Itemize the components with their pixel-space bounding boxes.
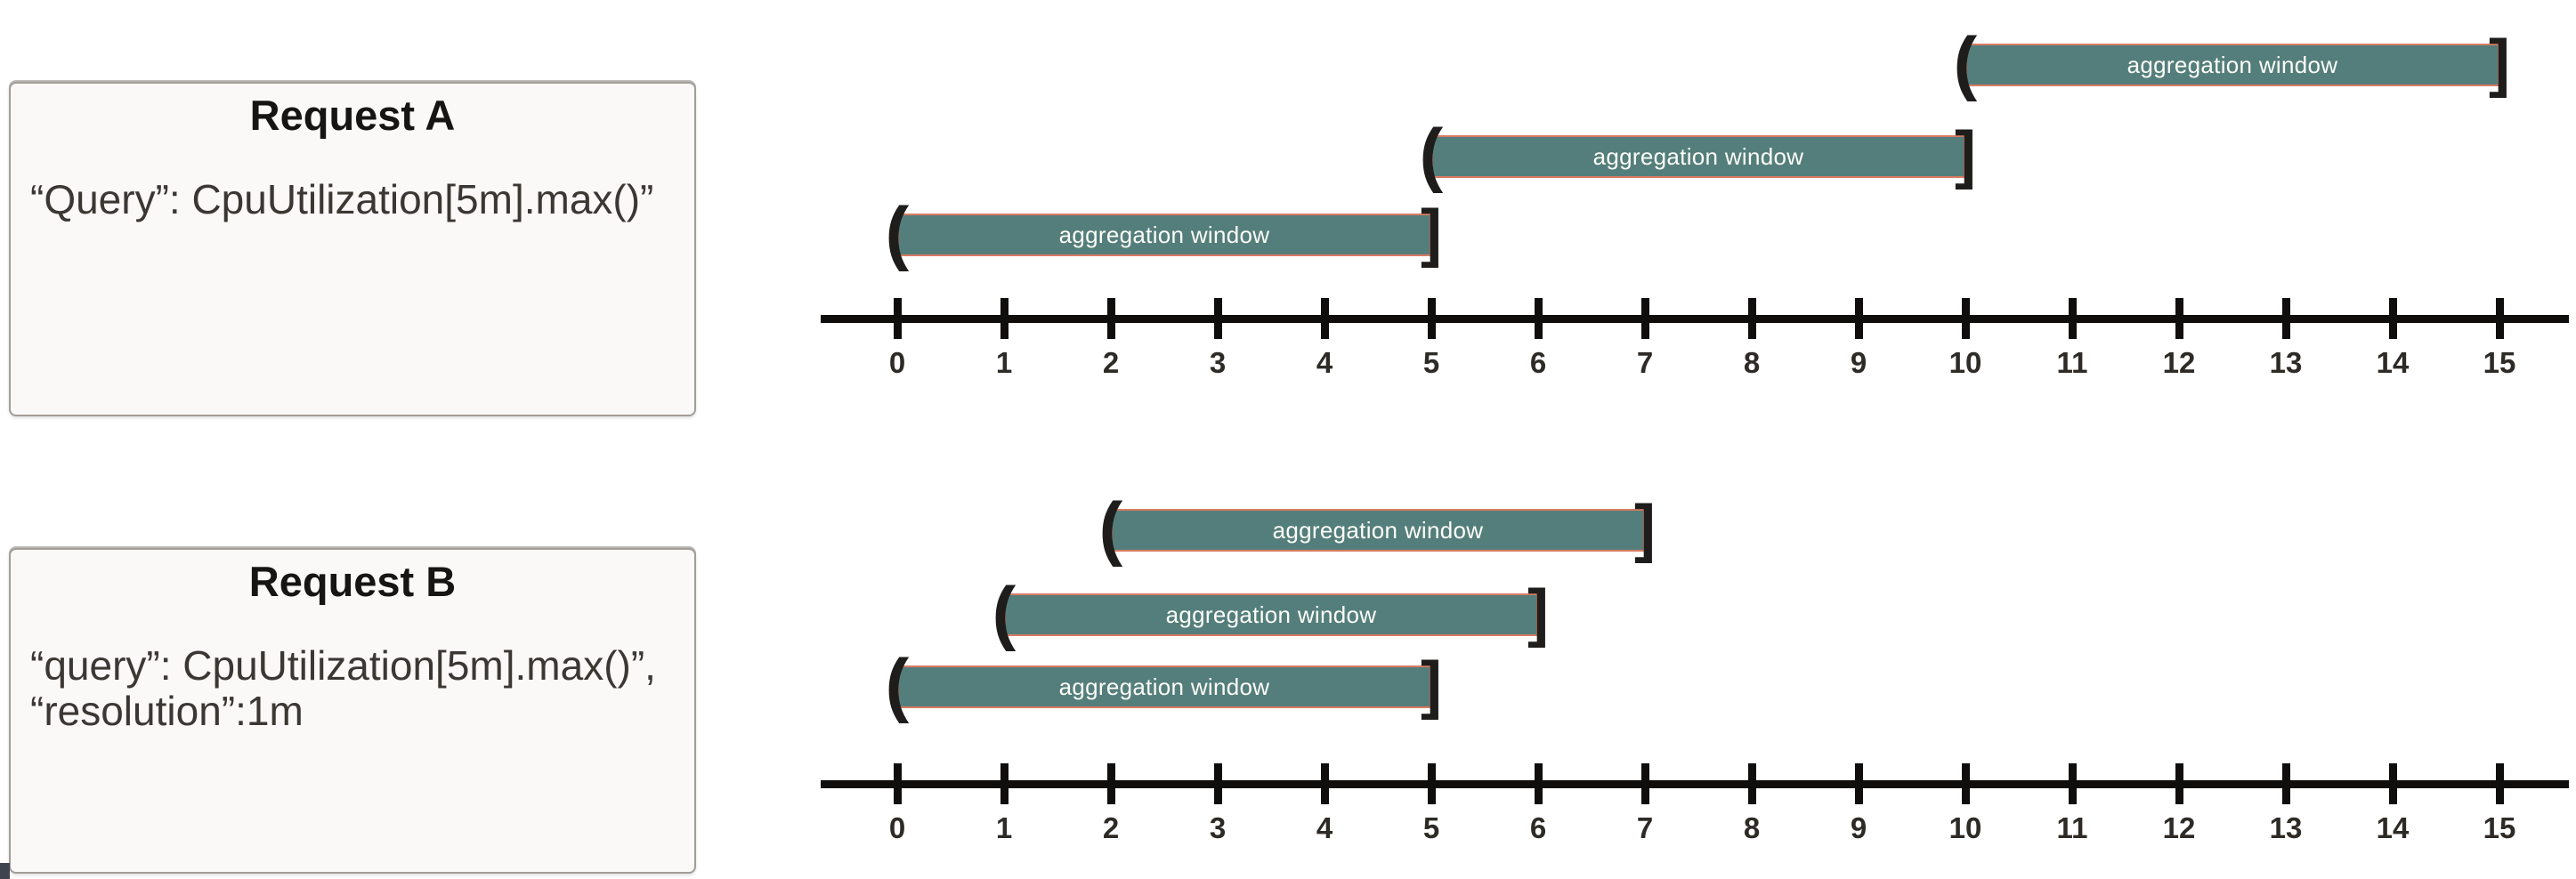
axis-tick (1534, 298, 1543, 339)
request-a-title: Request A (249, 92, 456, 139)
tick-label: 0 (888, 346, 906, 379)
aggregation-window-label: aggregation window (1058, 221, 1270, 248)
tick-label: 14 (2376, 346, 2410, 379)
axis-tick (1213, 763, 1222, 804)
tick-label: 12 (2162, 346, 2196, 379)
axis-tick (1747, 298, 1756, 339)
axis-tick (1747, 763, 1756, 804)
query-text-line: “resolution”:1m (30, 688, 304, 734)
tick-label: 8 (1743, 811, 1761, 844)
aggregation-window-label: aggregation window (1272, 516, 1484, 544)
axis-tick (1000, 763, 1009, 804)
open-paren-icon: ( (885, 644, 910, 724)
time-axis-line (821, 314, 2569, 323)
axis-tick (2175, 298, 2183, 339)
axis-tick (2175, 763, 2183, 804)
aggregation-window-bar: aggregation window(] (992, 577, 1549, 648)
aggregation-window-label: aggregation window (1165, 601, 1377, 628)
query-text-line: “Query”: CpuUtilization[5m].max()” (30, 176, 654, 222)
tick-label: 10 (1948, 811, 1982, 844)
tick-label: 10 (1948, 346, 1982, 379)
axis-tick (1961, 763, 1970, 804)
axis-tick (1427, 763, 1436, 804)
tick-label: 9 (1850, 811, 1867, 844)
tick-label: 2 (1102, 811, 1120, 844)
aggregation-window-label: aggregation window (1058, 673, 1270, 700)
request-a-query-text: “Query”: CpuUtilization[5m].max()” (30, 177, 684, 222)
tick-label: 5 (1422, 346, 1440, 379)
tick-label: 6 (1529, 346, 1547, 379)
request-b-query-text: “query”: CpuUtilization[5m].max()”,“reso… (30, 643, 684, 734)
tick-label: 12 (2162, 811, 2196, 844)
aggregation-window-bar: aggregation window(] (886, 649, 1442, 720)
aggregation-window-bar: aggregation window(] (1420, 118, 1976, 190)
axis-tick (2068, 763, 2077, 804)
corner-artifact (0, 863, 10, 879)
tick-label: 13 (2269, 346, 2303, 379)
aggregation-window-label: aggregation window (1592, 142, 1804, 170)
tick-label: 5 (1422, 811, 1440, 844)
tick-label: 3 (1209, 811, 1227, 844)
tick-label: 1 (995, 346, 1013, 379)
close-bracket-icon: ] (1421, 649, 1442, 721)
axis-tick (1854, 763, 1863, 804)
tick-label: 4 (1316, 811, 1333, 844)
tick-label: 7 (1636, 811, 1654, 844)
axis-tick (1106, 298, 1115, 339)
tick-label: 7 (1636, 346, 1654, 379)
axis-tick (1640, 763, 1649, 804)
time-axis-line (821, 779, 2569, 788)
axis-tick (2495, 298, 2504, 339)
tick-label: 15 (2483, 811, 2516, 844)
axis-tick (893, 763, 902, 804)
aggregation-window-bar: aggregation window(] (1099, 492, 1656, 563)
close-bracket-icon: ] (1527, 577, 1549, 649)
axis-tick (1961, 298, 1970, 339)
axis-tick (1213, 298, 1222, 339)
close-bracket-icon: ] (1634, 492, 1656, 564)
axis-tick (1320, 298, 1329, 339)
request-a-box: Request A “Query”: CpuUtilization[5m].ma… (9, 82, 696, 416)
tick-label: 8 (1743, 346, 1761, 379)
tick-label: 0 (888, 811, 906, 844)
tick-label: 1 (995, 811, 1013, 844)
request-b-box: Request B “query”: CpuUtilization[5m].ma… (9, 548, 696, 874)
tick-label: 11 (2056, 346, 2088, 379)
axis-tick (1854, 298, 1863, 339)
tick-label: 4 (1316, 346, 1333, 379)
tick-label: 6 (1529, 811, 1547, 844)
tick-label: 9 (1850, 346, 1867, 379)
aggregation-window-label: aggregation window (2126, 51, 2338, 78)
tick-label: 14 (2376, 811, 2410, 844)
open-paren-icon: ( (1098, 488, 1123, 568)
axis-tick (2388, 763, 2397, 804)
axis-tick (1000, 298, 1009, 339)
axis-tick (1320, 763, 1329, 804)
axis-tick (2495, 763, 2504, 804)
aggregation-window-bar: aggregation window(] (886, 197, 1442, 268)
axis-tick (2388, 298, 2397, 339)
axis-tick (893, 298, 902, 339)
tick-label: 13 (2269, 811, 2303, 844)
open-paren-icon: ( (992, 572, 1017, 652)
tick-label: 2 (1102, 346, 1120, 379)
tick-label: 11 (2056, 811, 2088, 844)
query-text-line: “query”: CpuUtilization[5m].max()”, (30, 642, 656, 689)
tick-label: 15 (2483, 346, 2516, 379)
axis-tick (1640, 298, 1649, 339)
axis-tick (2068, 298, 2077, 339)
axis-tick (1534, 763, 1543, 804)
tick-label: 3 (1209, 346, 1227, 379)
request-b-title: Request B (248, 558, 457, 605)
axis-tick (2281, 763, 2290, 804)
axis-tick (2281, 298, 2290, 339)
axis-tick (1427, 298, 1436, 339)
axis-tick (1106, 763, 1115, 804)
